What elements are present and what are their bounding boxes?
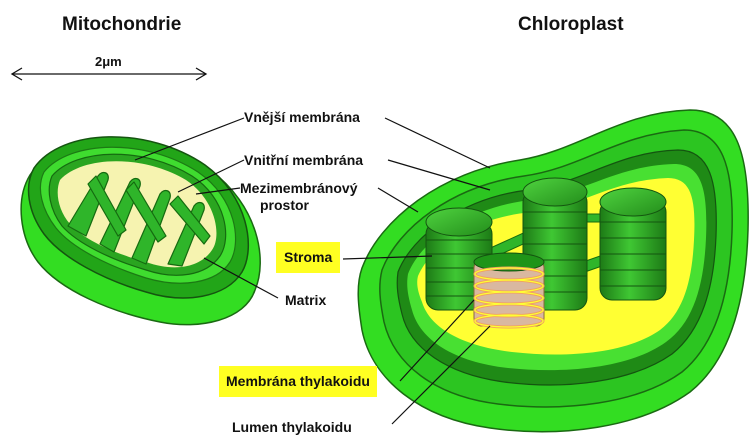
mitochondrion	[21, 137, 260, 325]
label-stroma: Stroma	[276, 242, 340, 273]
chloroplast-title: Chloroplast	[518, 14, 624, 36]
label-intermembrane-space: Mezimembránový prostor	[240, 180, 357, 214]
label-intermembrane-space-line1: Mezimembránový	[240, 180, 357, 196]
label-thylakoid-membrane: Membrána thylakoidu	[219, 366, 377, 397]
granum	[600, 188, 666, 300]
leader-outer-membrane-right	[385, 118, 490, 168]
label-matrix: Matrix	[285, 292, 326, 309]
cut-granum	[474, 253, 544, 327]
mitochondrion-title: Mitochondrie	[62, 14, 181, 36]
chloroplast	[358, 110, 748, 432]
label-thylakoid-lumen: Lumen thylakoidu	[232, 419, 352, 436]
label-inner-membrane: Vnitřní membrána	[244, 152, 363, 169]
scale-bar-label: 2μm	[95, 53, 122, 70]
leader-outer-membrane-left	[135, 118, 244, 160]
label-intermembrane-space-line2: prostor	[240, 197, 309, 213]
leader-intermembrane-right	[378, 188, 418, 212]
label-outer-membrane: Vnější membrána	[244, 109, 360, 126]
